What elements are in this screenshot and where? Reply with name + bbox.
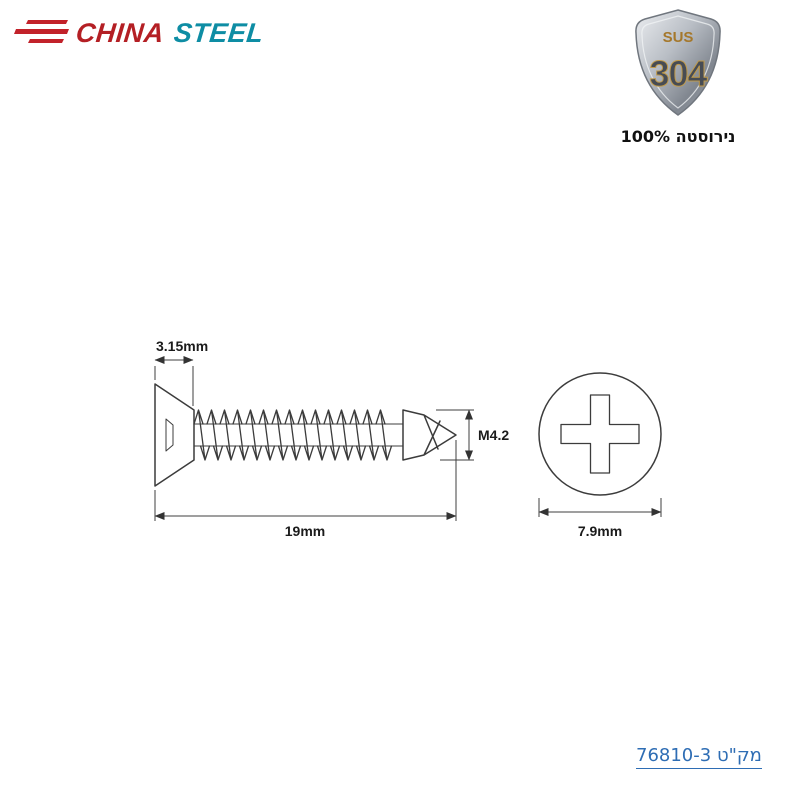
screw-threads: [193, 409, 393, 461]
speed-lines-icon: [14, 20, 69, 43]
sus304-shield-badge: SUS 304: [635, 9, 721, 116]
shield-grade-label: 304: [649, 53, 707, 94]
dim-thread-label: M4.2: [478, 427, 509, 443]
screw-head-recess: [165, 418, 174, 452]
screw-drill-point: [402, 409, 457, 461]
brand-logo: CHINA STEEL: [12, 16, 266, 50]
ext-lines-head-diameter: [538, 498, 662, 517]
brand-name-china: CHINA: [74, 17, 166, 48]
shield-sus-label: SUS: [663, 29, 694, 46]
ext-lines-head-height: [154, 366, 194, 406]
dim-length-label: 19mm: [285, 523, 325, 539]
dim-head-diameter-label: 7.9mm: [578, 523, 622, 539]
screw-head-outline: [154, 383, 195, 487]
ext-lines-length: [154, 440, 457, 521]
screw-head-top-view: [538, 372, 662, 496]
screw-core-lines: [193, 423, 404, 447]
sku-number[interactable]: מק"ט 76810-3: [636, 745, 762, 769]
dimension-lines: [154, 356, 662, 521]
technical-drawing: 3.15mm 19mm M4.2 7.9mm: [154, 338, 662, 539]
stainless-caption: 100% נירוסטה: [620, 127, 736, 146]
dimension-labels: 3.15mm 19mm M4.2 7.9mm: [156, 338, 622, 539]
screw-side-view: [154, 383, 457, 487]
shield-shape: [635, 9, 721, 116]
brand-name-steel: STEEL: [172, 17, 266, 48]
phillips-cross: [560, 394, 640, 474]
head-circle: [538, 372, 662, 496]
dim-head-height-label: 3.15mm: [156, 338, 208, 354]
shield-inner-highlight: [641, 15, 715, 109]
